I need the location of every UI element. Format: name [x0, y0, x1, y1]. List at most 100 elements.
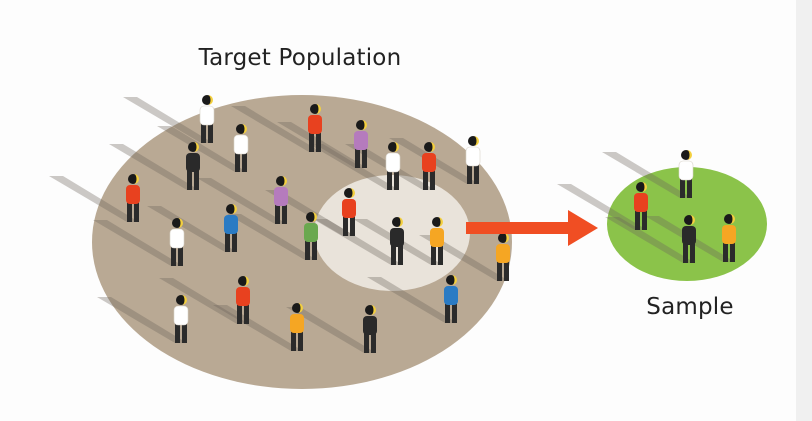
person-shadow: [557, 184, 647, 230]
person-face: [312, 212, 317, 222]
person-leg: [431, 245, 436, 265]
person-body-white: [678, 160, 694, 181]
population-title: Target Population: [198, 45, 402, 71]
person-face: [282, 176, 287, 186]
person-head: [236, 124, 246, 134]
person-face: [362, 120, 367, 130]
person-body-purple: [354, 131, 368, 150]
population-person-4: [233, 124, 249, 172]
person-face: [244, 276, 249, 286]
person-leg: [364, 333, 369, 353]
person-leg: [452, 303, 457, 323]
person-leg: [309, 132, 314, 152]
person-shadow: [97, 297, 187, 343]
person-body-white: [233, 134, 249, 155]
person-shadow: [602, 152, 692, 198]
person-body-black: [186, 153, 200, 172]
person-head: [176, 295, 186, 305]
person-shadow: [197, 178, 287, 224]
population-person-13: [390, 217, 404, 265]
person-leg: [291, 331, 296, 351]
population-person-7: [422, 142, 436, 190]
sample-person-4: [722, 214, 736, 262]
person-leg: [730, 242, 735, 262]
arrow-head: [568, 210, 598, 246]
person-leg: [394, 170, 399, 190]
person-head: [681, 150, 691, 160]
person-body-orange: [430, 228, 444, 247]
person-leg: [242, 152, 247, 172]
person-leg: [187, 170, 192, 190]
population-person-8: [385, 142, 401, 190]
shadow-layer: [49, 97, 735, 353]
person-leg: [134, 202, 139, 222]
population-person-11: [224, 204, 238, 252]
person-head: [238, 276, 248, 286]
person-shadow: [277, 122, 367, 168]
person-face: [474, 136, 479, 146]
person-leg: [225, 232, 230, 252]
person-face: [398, 217, 403, 227]
person-face: [394, 142, 399, 152]
person-face: [430, 142, 435, 152]
population-person-14: [430, 217, 444, 265]
person-face: [232, 204, 237, 214]
person-head: [424, 142, 434, 152]
population-person-16: [304, 212, 318, 260]
person-body-black: [363, 316, 377, 335]
person-shadow: [605, 217, 695, 263]
person-body-white: [199, 105, 215, 126]
person-shadow: [213, 305, 303, 351]
person-leg: [275, 204, 280, 224]
person-leg: [350, 216, 355, 236]
person-shadow: [123, 97, 213, 143]
person-leg: [171, 246, 176, 266]
population-person-1: [199, 95, 215, 143]
person-shadow: [49, 176, 139, 222]
person-leg: [391, 245, 396, 265]
person-head: [306, 212, 316, 222]
person-leg: [182, 323, 187, 343]
person-body-red: [236, 287, 250, 306]
person-face: [316, 104, 321, 115]
page-edge: [796, 0, 812, 421]
person-head: [356, 120, 366, 130]
person-body-green: [304, 223, 318, 242]
person-leg: [504, 261, 509, 281]
population-person-9: [126, 174, 140, 222]
person-leg: [127, 202, 132, 222]
person-head: [446, 275, 456, 285]
person-shadow: [286, 307, 376, 353]
population-person-21: [290, 303, 304, 351]
person-leg: [362, 148, 367, 168]
population-person-6: [465, 136, 481, 184]
person-face: [298, 303, 303, 313]
population-person-3: [354, 120, 368, 168]
person-head: [432, 217, 442, 227]
person-body-white: [385, 152, 401, 173]
person-body-red: [308, 115, 322, 134]
person-leg: [282, 204, 287, 224]
person-leg: [398, 245, 403, 265]
population-person-15: [169, 218, 185, 266]
person-body-white: [169, 228, 185, 249]
person-body-white: [465, 146, 481, 167]
person-leg: [237, 304, 242, 324]
person-face: [730, 214, 735, 224]
person-leg: [298, 331, 303, 351]
population-person-20: [173, 295, 189, 343]
person-leg: [497, 261, 502, 281]
person-leg: [355, 148, 360, 168]
sample-person-3: [682, 215, 696, 263]
person-body-black: [390, 228, 404, 247]
person-head: [292, 303, 302, 313]
person-leg: [235, 152, 240, 172]
person-face: [208, 95, 213, 105]
person-body-orange: [290, 314, 304, 333]
person-body-blue: [224, 215, 238, 234]
population-person-5: [186, 142, 200, 190]
person-shadow: [109, 144, 199, 190]
sample-person-2: [634, 182, 648, 230]
person-body-red: [342, 199, 356, 218]
person-leg: [175, 323, 180, 343]
